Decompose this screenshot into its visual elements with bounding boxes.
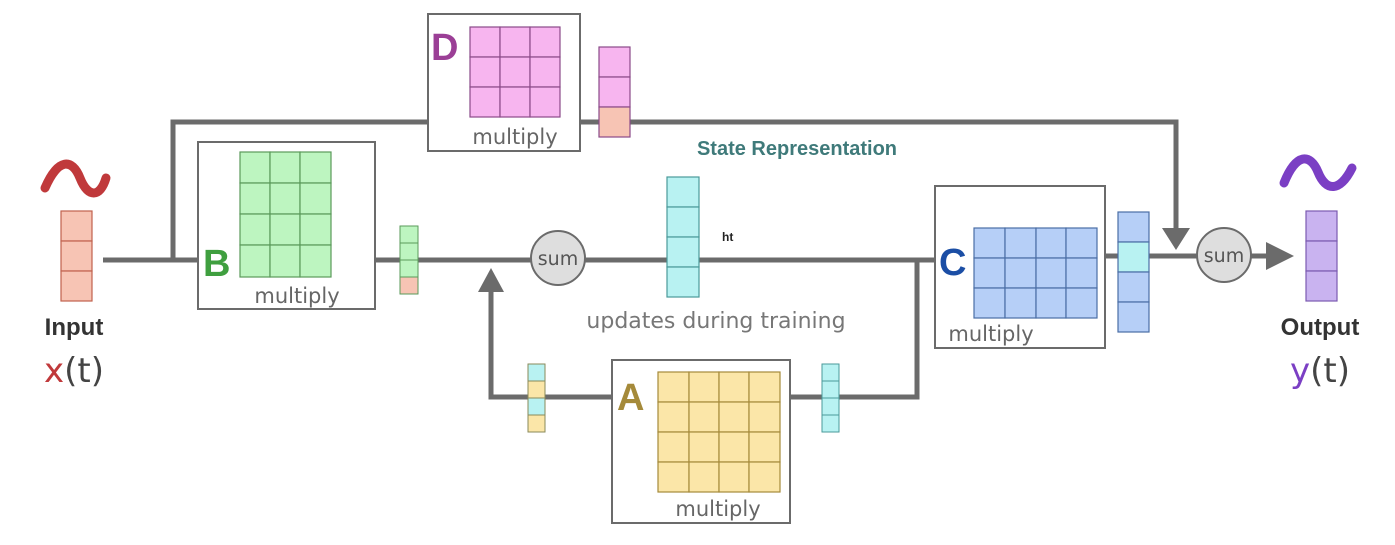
matrix-b xyxy=(239,151,332,278)
block-a-letter: A xyxy=(617,377,644,419)
vector-b-output xyxy=(399,225,419,295)
output-var-name: y xyxy=(1290,351,1310,391)
output-vector xyxy=(1305,210,1338,302)
a-to-sum-line xyxy=(488,290,612,400)
output-wave-icon xyxy=(1279,154,1357,191)
matrix-a xyxy=(657,371,781,493)
d-bypass-line-right xyxy=(580,119,1179,232)
output-variable: y(t) xyxy=(1290,351,1350,391)
output-label: Output xyxy=(1281,314,1360,341)
input-vector xyxy=(60,210,93,302)
input-label: Input xyxy=(45,314,104,341)
block-d-letter: D xyxy=(431,27,458,69)
block-d-caption: multiply xyxy=(472,125,557,149)
input-variable: x(t) xyxy=(44,351,104,391)
sum-node-left xyxy=(530,230,586,286)
arrow-down-to-sum xyxy=(1162,228,1190,250)
vector-d-output xyxy=(598,46,631,138)
matrix-d xyxy=(469,26,561,118)
vector-a-output xyxy=(527,363,546,433)
block-c-letter: C xyxy=(939,242,966,284)
arrow-right-to-output xyxy=(1266,242,1294,270)
vector-c-output xyxy=(1117,211,1150,333)
input-var-arg: (t) xyxy=(64,351,104,391)
matrix-c xyxy=(973,227,1098,319)
state-vector xyxy=(666,176,700,298)
connection-lines xyxy=(103,119,1272,400)
block-b-letter: B xyxy=(203,243,230,285)
d-bypass-line xyxy=(170,119,428,260)
state-var-label: ht xyxy=(722,230,733,244)
block-a-caption: multiply xyxy=(675,497,760,521)
state-title: State Representation xyxy=(697,138,897,160)
sum-node-right-label: sum xyxy=(1204,245,1244,267)
vector-a-input xyxy=(821,363,840,433)
block-c-caption: multiply xyxy=(948,322,1033,346)
sum-node-left-label: sum xyxy=(538,248,578,270)
sum-node-right xyxy=(1196,227,1252,283)
block-b-caption: multiply xyxy=(254,284,339,308)
arrow-up-to-sum xyxy=(478,268,504,292)
input-wave-icon xyxy=(40,159,111,198)
input-var-name: x xyxy=(44,351,64,391)
training-note: updates during training xyxy=(586,309,845,334)
output-var-arg: (t) xyxy=(1310,351,1350,391)
